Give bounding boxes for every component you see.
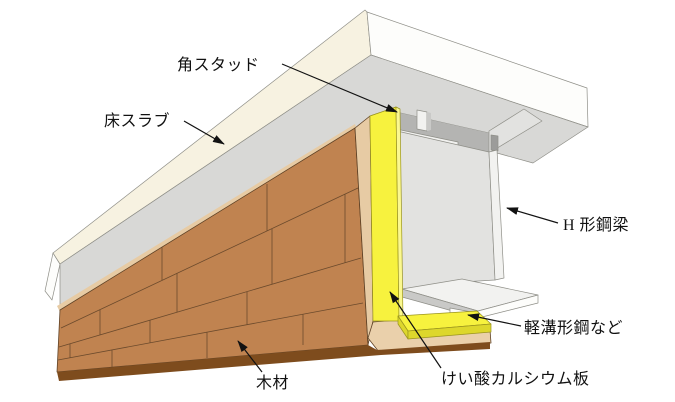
- wood-bottom-dark-strip: [57, 342, 490, 381]
- label-wood: 木材: [256, 374, 289, 392]
- arrow-stud: [281, 63, 398, 113]
- label-calcium-silicate: けい酸カルシウム板: [441, 370, 590, 388]
- arrow-calcium-silicate: [389, 291, 442, 369]
- label-h-beam: H 形鋼梁: [563, 216, 629, 234]
- top-flange-stub: [488, 108, 543, 154]
- calcium-silicate-boards: [369, 106, 492, 340]
- h-beam-bottom-flange: [401, 278, 539, 323]
- h-beam-web: [396, 130, 505, 292]
- arrow-channel: [467, 313, 522, 327]
- board-vertical-face: [369, 106, 400, 322]
- board-bottom-front: [407, 323, 492, 340]
- square-stud-front: [416, 109, 428, 132]
- web-face: [396, 130, 496, 292]
- arrow-floor-slab: [183, 120, 225, 145]
- square-stud-side: [427, 112, 431, 131]
- leader-arrows: [183, 63, 559, 373]
- web-cut-edge: [488, 149, 505, 281]
- label-floor-slab: 床スラブ: [104, 111, 170, 130]
- labels: 角スタッド 床スラブ H 形鋼梁 軽溝形鋼など けい酸カルシウム板 木材: [104, 56, 629, 392]
- label-stud: 角スタッド: [177, 56, 260, 74]
- wood-plank-joints: [57, 184, 364, 367]
- arrow-h-beam: [506, 207, 559, 224]
- arrow-wood: [237, 340, 263, 373]
- wood-top-sliver: [57, 124, 357, 312]
- label-channel: 軽溝形鋼など: [524, 319, 623, 337]
- square-stud-cut: [490, 134, 499, 152]
- wood-cladding: [56, 115, 492, 381]
